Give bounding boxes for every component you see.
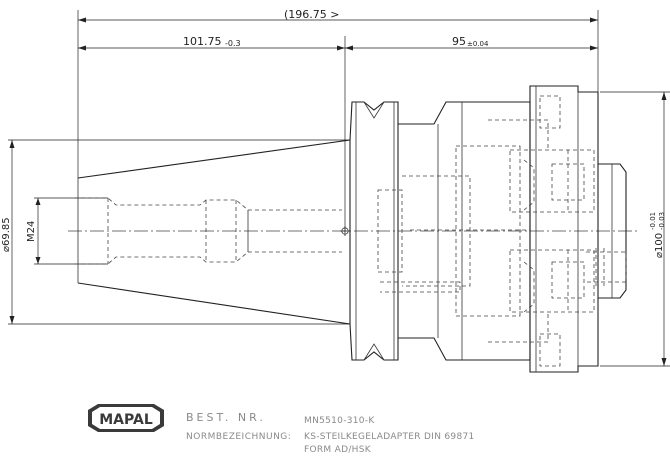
taper-length-label: 101.75 -0.3 <box>183 35 241 48</box>
steep-taper <box>77 139 351 325</box>
adapter-length-tolerance: ±0.04 <box>467 40 489 48</box>
internal-hidden-features <box>377 95 627 367</box>
adapter-length-value: 95 <box>452 35 466 48</box>
overall-length-label: (196.75 > <box>284 8 340 21</box>
flange <box>349 101 399 361</box>
taper-length-tolerance: -0.3 <box>225 39 241 48</box>
title-block: BEST. NR. MN5510-310-K NORMBEZEICHNUNG: … <box>186 406 626 456</box>
logo-text: MAPAL <box>99 412 153 428</box>
dimension-lines <box>8 10 670 367</box>
mapal-logo: MAPAL <box>88 404 164 432</box>
thread-label: M24 <box>26 221 37 242</box>
head-diameter-value: ⌀100 <box>654 233 665 258</box>
hsk-head <box>529 85 627 373</box>
head-diameter-tolerance-upper: -0.01 <box>649 212 657 230</box>
adapter-length-label: 95 ±0.04 <box>452 35 489 48</box>
head-diameter-tolerance-lower: -0.03 <box>658 212 666 230</box>
designation-label: NORMBEZEICHNUNG: <box>186 432 292 442</box>
flange-diameter-label: ⌀69.85 <box>1 217 12 252</box>
designation-value: KS-STEILKEGELADAPTER DIN 69871 <box>304 432 475 442</box>
order-number-label: BEST. NR. <box>186 411 266 424</box>
thread-bore <box>74 197 350 265</box>
form-value: FORM AD/HSK <box>304 445 371 455</box>
order-number-value: MN5510-310-K <box>304 416 375 426</box>
taper-length-value: 101.75 <box>183 35 222 48</box>
head-diameter-label: ⌀100 -0.01 -0.03 <box>649 212 666 258</box>
